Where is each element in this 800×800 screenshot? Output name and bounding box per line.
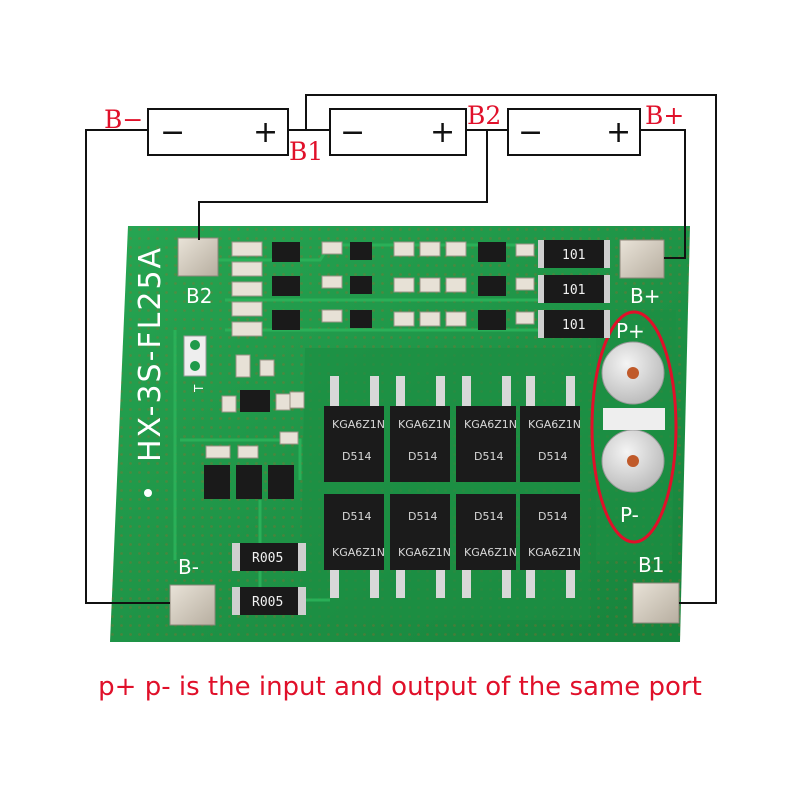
svg-text:−: − xyxy=(160,115,185,150)
resistor-101-2: 101 xyxy=(538,275,610,303)
board-model-label: HX-3S-FL25A xyxy=(133,246,168,462)
test-point-label: T xyxy=(192,384,206,393)
shunt-resistor-2: R005 xyxy=(232,587,306,615)
wire-b2 xyxy=(198,130,488,240)
svg-text:+: + xyxy=(430,115,455,150)
svg-text:+: + xyxy=(606,115,631,150)
pad-b-minus xyxy=(169,584,216,626)
mosfet-top-2: KGA6Z1N D514 xyxy=(390,376,451,482)
svg-text:D514: D514 xyxy=(408,510,437,523)
svg-text:−: − xyxy=(518,115,543,150)
pad-b2-label: B2 xyxy=(186,284,212,308)
svg-text:KGA6Z1N: KGA6Z1N xyxy=(332,546,385,559)
label-b-plus: B+ xyxy=(645,101,684,130)
battery-cell-3: − + xyxy=(507,108,641,156)
svg-text:KGA6Z1N: KGA6Z1N xyxy=(464,546,517,559)
wire-b-minus xyxy=(85,129,170,604)
resistor-101-1: 101 xyxy=(538,240,610,268)
mosfet-bottom-2: D514 KGA6Z1N xyxy=(390,494,451,598)
battery-cell-2: − + xyxy=(329,108,467,156)
pad-b1 xyxy=(632,582,680,624)
p-minus-label: P- xyxy=(620,503,639,527)
svg-text:101: 101 xyxy=(562,283,585,298)
test-point xyxy=(183,335,207,377)
mosfet-top-4: KGA6Z1N D514 xyxy=(520,376,581,482)
pad-b-minus-label: B- xyxy=(178,555,199,579)
port-highlight-ellipse xyxy=(590,310,678,544)
svg-text:−: − xyxy=(340,115,365,150)
mosfet-row-top: KGA6Z1N D514 KGA6Z1N D514 KGA6Z1N D514 K… xyxy=(324,376,581,482)
svg-text:R005: R005 xyxy=(252,595,283,610)
svg-text:KGA6Z1N: KGA6Z1N xyxy=(464,418,517,431)
label-b1: B1 xyxy=(289,137,323,166)
pad-b1-label: B1 xyxy=(638,553,664,577)
mosfet-top-3: KGA6Z1N D514 xyxy=(456,376,517,482)
port-bridge xyxy=(603,408,665,430)
battery-cell-1: − + xyxy=(147,108,289,156)
svg-text:101: 101 xyxy=(562,318,585,333)
svg-text:D514: D514 xyxy=(408,450,437,463)
svg-text:R005: R005 xyxy=(252,551,283,566)
svg-text:D514: D514 xyxy=(474,450,503,463)
mosfet-bottom-3: D514 KGA6Z1N xyxy=(456,494,517,598)
p-minus-terminal xyxy=(601,429,665,493)
svg-text:KGA6Z1N: KGA6Z1N xyxy=(332,418,385,431)
smd-components xyxy=(183,241,535,499)
svg-text:KGA6Z1N: KGA6Z1N xyxy=(398,418,451,431)
pad-b-plus xyxy=(619,239,665,279)
wire-b1 xyxy=(288,94,717,604)
svg-text:+: + xyxy=(253,115,278,150)
shunt-resistor-1: R005 xyxy=(232,543,306,571)
resistor-101-3: 101 xyxy=(538,310,610,338)
wiring-diagram xyxy=(85,94,717,604)
p-plus-label: P+ xyxy=(616,319,645,343)
svg-text:D514: D514 xyxy=(342,450,371,463)
mounting-hole xyxy=(144,489,152,497)
mosfet-bottom-4: D514 KGA6Z1N xyxy=(520,494,581,598)
caption: p+ p- is the input and output of the sam… xyxy=(98,672,702,702)
svg-text:D514: D514 xyxy=(538,510,567,523)
mosfet-row-bottom: D514 KGA6Z1N D514 KGA6Z1N D514 KGA6Z1N D… xyxy=(324,494,581,598)
mosfet-bottom-1: D514 KGA6Z1N xyxy=(324,494,385,598)
svg-text:KGA6Z1N: KGA6Z1N xyxy=(398,546,451,559)
mosfet-top-1: KGA6Z1N D514 xyxy=(324,376,385,482)
p-plus-terminal xyxy=(601,341,665,405)
label-b-minus: B− xyxy=(104,105,143,134)
pad-b2 xyxy=(177,237,219,277)
svg-text:KGA6Z1N: KGA6Z1N xyxy=(528,546,581,559)
svg-text:D514: D514 xyxy=(538,450,567,463)
pad-b-plus-label: B+ xyxy=(630,284,660,308)
svg-text:D514: D514 xyxy=(474,510,503,523)
svg-text:KGA6Z1N: KGA6Z1N xyxy=(528,418,581,431)
wire-b-plus xyxy=(640,129,686,259)
svg-text:101: 101 xyxy=(562,248,585,263)
label-b2: B2 xyxy=(467,101,501,130)
svg-text:D514: D514 xyxy=(342,510,371,523)
